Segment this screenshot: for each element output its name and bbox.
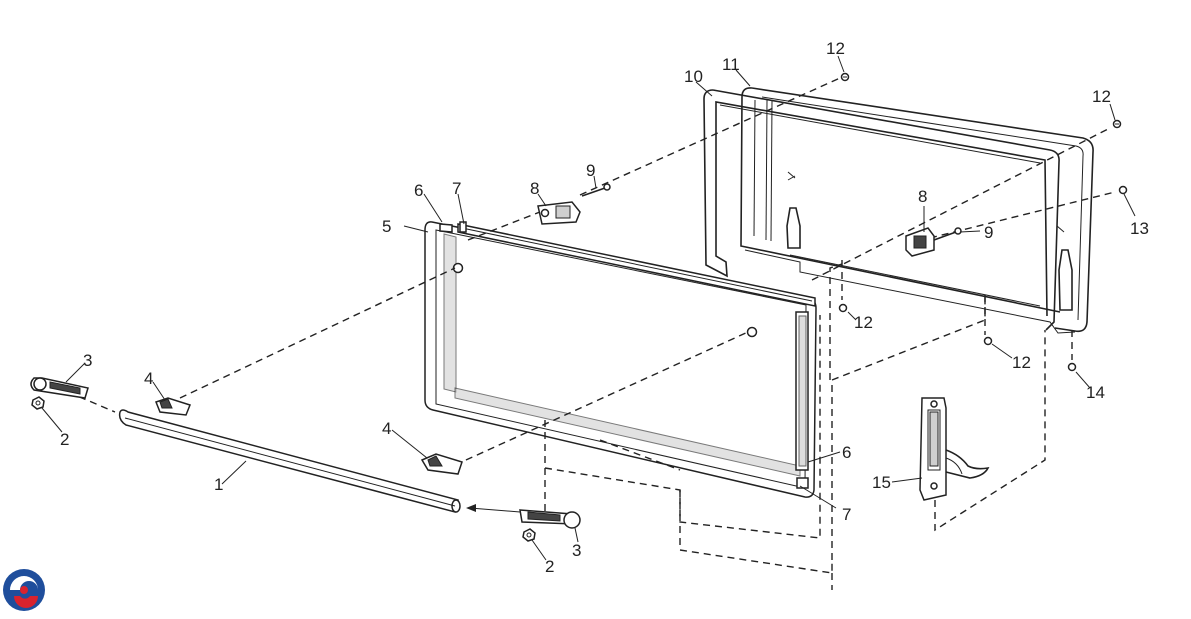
door-handle	[118, 409, 461, 513]
callout-3-right: 3	[572, 541, 581, 560]
top-seal-strip	[457, 221, 816, 307]
hinge-block-left	[537, 201, 581, 225]
callout-14: 14	[1086, 383, 1105, 402]
callout-12-low: 12	[1012, 353, 1031, 372]
hinge-screw-right	[933, 227, 962, 241]
callout-12-right: 12	[1092, 87, 1111, 106]
door-latch-assembly	[919, 397, 990, 501]
callout-12-top: 12	[826, 39, 845, 58]
callout-8-left: 8	[530, 179, 539, 198]
outer-door-frame	[740, 87, 1094, 334]
right-side-seal	[795, 311, 809, 489]
callout-2-left: 2	[60, 430, 69, 449]
callout-7-bottom: 7	[842, 505, 851, 524]
callout-leaders	[41, 55, 1136, 561]
hinge-screw-left	[581, 183, 611, 197]
callout-9-right: 9	[984, 223, 993, 242]
handle-bracket-lower	[420, 453, 463, 475]
screw-12-low	[983, 336, 993, 346]
handle-bracket-upper	[155, 397, 191, 416]
callout-10: 10	[684, 67, 703, 86]
screw-12-top	[840, 72, 850, 82]
insert-arrow	[466, 504, 521, 513]
nut-right	[522, 528, 536, 542]
callout-11: 11	[722, 55, 740, 74]
callout-6-top: 6	[414, 181, 423, 200]
callout-13: 13	[1130, 219, 1149, 238]
callout-1: 1	[214, 475, 223, 494]
callout-4-upper: 4	[144, 369, 153, 388]
left-seal-piece	[439, 223, 453, 233]
callout-8-right: 8	[918, 187, 927, 206]
screw-12-mid	[838, 303, 848, 313]
handle-end-cap-left	[30, 377, 89, 399]
door-glass-panel	[424, 221, 817, 498]
hinge-block-right	[905, 227, 935, 257]
callout-9-left: 9	[586, 161, 595, 180]
callout-5: 5	[382, 217, 391, 236]
callout-6-right: 6	[842, 443, 851, 462]
callout-3-left: 3	[83, 351, 92, 370]
nut-left	[31, 396, 45, 410]
assembly-leader-lines	[67, 77, 1116, 590]
screw-13	[1118, 185, 1128, 195]
brand-logo	[3, 569, 45, 611]
frame-details	[765, 99, 1073, 311]
callout-12-mid: 12	[854, 313, 873, 332]
screw-12-right	[1112, 119, 1122, 129]
screw-14	[1067, 362, 1077, 372]
callout-numbers: 1 2 2 3 3 4 4 5 6 6 7 7 8 8 9 9 10 11 12…	[60, 39, 1149, 576]
callout-7-top: 7	[452, 179, 461, 198]
callout-4-lower: 4	[382, 419, 391, 438]
callout-15: 15	[872, 473, 891, 492]
callout-2-right: 2	[545, 557, 554, 576]
door-seal-frame	[703, 89, 1060, 331]
handle-end-cap-right	[519, 509, 581, 529]
